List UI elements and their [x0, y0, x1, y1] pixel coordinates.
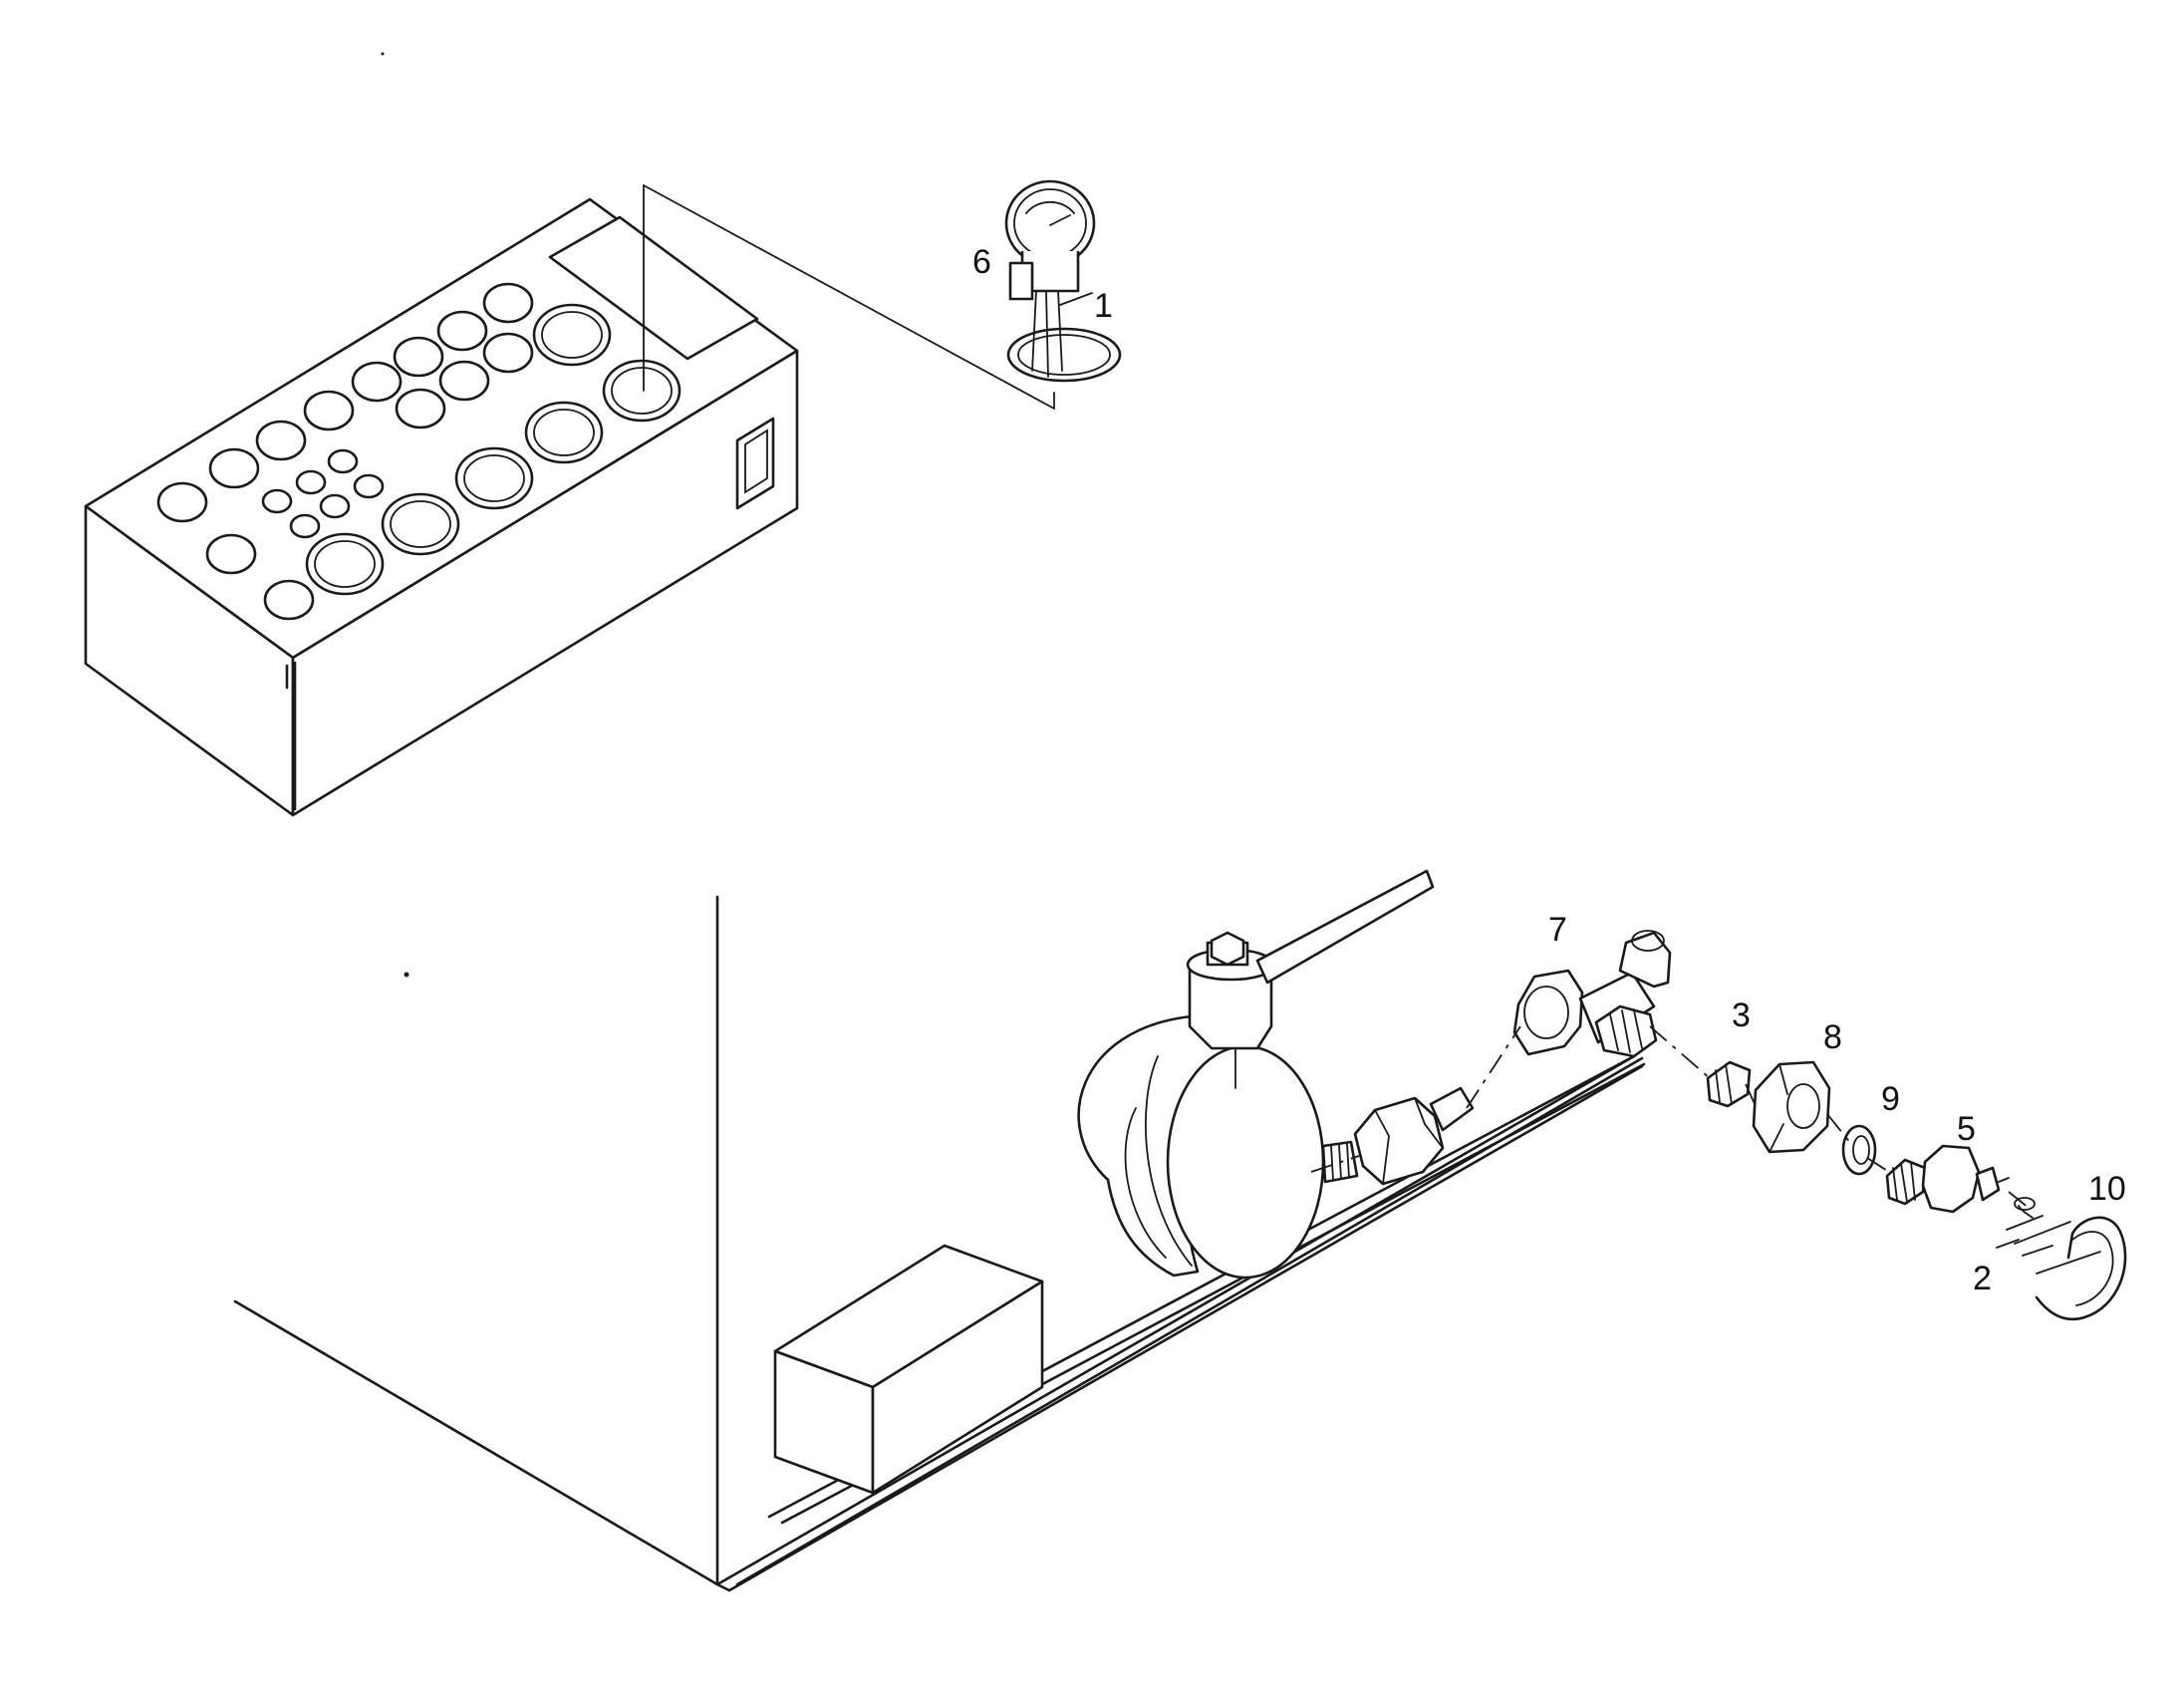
compression-sleeve: [1706, 1060, 1752, 1108]
callout-9: 9: [1881, 1080, 1900, 1118]
gauge-holes: [156, 282, 682, 621]
callout-5: 5: [1957, 1110, 1976, 1148]
gauge-leader-lines: [643, 184, 1055, 410]
hex-nut: [1752, 1060, 1831, 1154]
sensor-block: [773, 1244, 1044, 1495]
mounting-ring: [1006, 327, 1122, 383]
temperature-gauge: [1004, 179, 1096, 378]
callout-8: 8: [1823, 1018, 1842, 1056]
terminal-wire: [2006, 1197, 2101, 1275]
callout-2: 2: [1973, 1260, 1992, 1297]
temperature-sender: [1885, 1144, 2010, 1214]
callout-1: 1: [1094, 287, 1113, 325]
ball-valve: [1077, 869, 1435, 1280]
retaining-clip: [2035, 1216, 2127, 1321]
washer: [1841, 1124, 1877, 1176]
enclosure-structure: [233, 895, 1646, 1592]
callout-leaders: [1059, 292, 2020, 1249]
scan-dot: [404, 972, 410, 978]
callout-3: 3: [1732, 996, 1751, 1034]
nipple-fitting: [1321, 1086, 1475, 1186]
callout-6: 6: [972, 243, 991, 281]
callout-7: 7: [1548, 911, 1567, 949]
instrument-panel-box: [84, 197, 799, 817]
assembly-centerline: [1310, 1025, 2030, 1209]
tee-fitting: [1512, 930, 1672, 1058]
scan-dot: [381, 52, 385, 56]
callout-10: 10: [2088, 1170, 2126, 1208]
